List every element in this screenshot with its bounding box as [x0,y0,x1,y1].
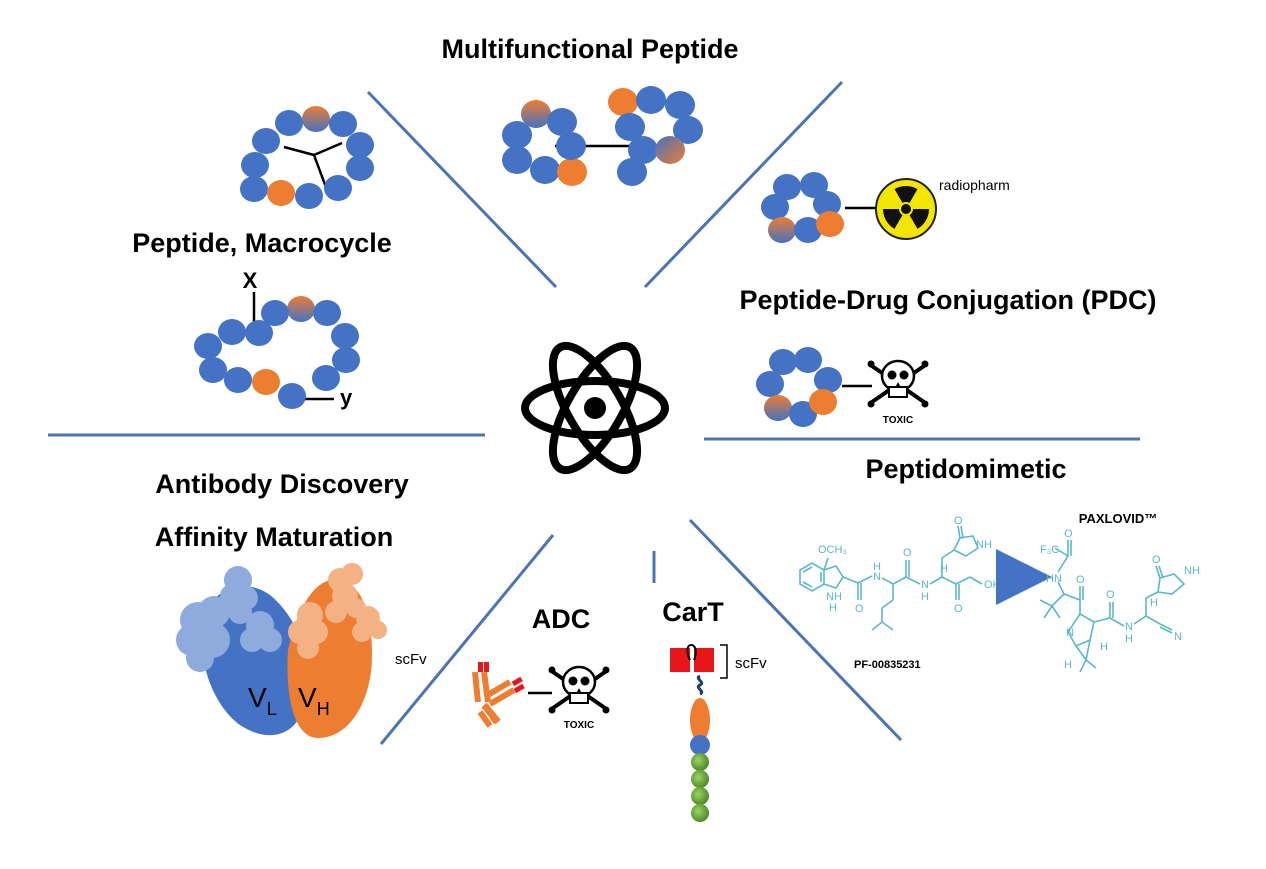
adc-title: ADC [532,604,591,634]
macrocycle-label-y: y [340,385,353,410]
vh-label-main: V [298,682,317,713]
atom-h-2: H [921,591,929,603]
atom-n-2: N [921,579,929,591]
atom-oh: OH [984,579,1001,591]
divider-bottom-right [688,518,903,742]
divider-bottom-left [379,534,555,745]
scfv-label-left: scFv [395,651,427,668]
atom-n-p1: N [1066,627,1074,639]
atom-o-lactam: O [954,515,963,527]
macrocycle-title: Peptide, Macrocycle [132,228,392,258]
pf00835231-label: PF-00835231 [854,659,921,671]
atom-o-p1: O [1064,528,1073,540]
adc-toxic-label: TOXIC [564,720,594,731]
divider-top-left [366,90,558,289]
scfv-structure-graphic [176,563,387,738]
vh-label: VH [298,682,330,719]
atom-cn-n: N [1174,631,1182,643]
cart-receptor-graphic [670,644,728,822]
atom-o-1: O [855,603,864,615]
radiation-icon [875,178,937,240]
atom-indole-h: H [829,602,837,614]
divider-top-right [643,80,844,289]
atom-h-p1: H [1064,659,1072,671]
paxlovid-structure [1039,540,1186,673]
atom-h-p3: H [1125,633,1133,645]
radiopharm-label: radiopharm [939,177,1010,193]
paxlovid-label: PAXLOVID™ [1079,511,1158,526]
multifunctional-title: Multifunctional Peptide [442,34,739,64]
atom-h-p2: H [1100,641,1108,653]
atom-f3c: F₃C [1040,544,1059,556]
vl-label: VL [248,682,277,719]
atom-icon [521,341,669,475]
pdc-title: Peptide-Drug Conjugation (PDC) [740,285,1157,315]
atom-nh-p: NH [1184,565,1200,577]
atom-h-1: H [873,561,881,573]
cart-title: CarT [662,597,724,627]
antibody-title-line1: Antibody Discovery [155,469,409,499]
antibody-y-icon [472,662,525,728]
scfv-label-cart: scFv [735,655,767,672]
atom-o-p3: O [1106,589,1115,601]
adc-skull-crossbones-icon [548,665,610,714]
atom-hn: HN [1046,573,1062,585]
atom-h-3: H [940,563,948,575]
pdc-toxic-peptide [756,347,872,427]
pdc-toxic-label: TOXIC [883,415,913,426]
multifunctional-peptide-graphic [502,86,703,186]
atom-n-p2: N [1125,621,1133,633]
atom-och3: OCH₃ [818,544,847,556]
antibody-title-line2: Affinity Maturation [155,522,393,552]
macrocycle-bottom-graphic [194,292,360,409]
peptidomimetic-title: Peptidomimetic [865,454,1066,484]
atom-o-p4: O [1152,554,1161,566]
vh-label-sub: H [317,699,330,719]
atom-o-p2: O [1076,574,1085,586]
macrocycle-label-x: X [243,268,258,293]
atom-nh-lactam: NH [976,539,992,551]
vl-label-main: V [248,682,267,713]
atom-h-p4: H [1150,597,1158,609]
pf00835231-structure [799,525,983,631]
atom-o-2: O [903,547,912,559]
divider-lines [48,80,1140,745]
atom-o-3: O [954,603,963,615]
pdc-radio-peptide [761,172,878,243]
atom-indole-nh: NH [826,591,842,603]
macrocycle-top-graphic [240,106,374,209]
skull-crossbones-icon [867,359,929,408]
vl-label-sub: L [267,699,277,719]
atom-n-1: N [873,571,881,583]
